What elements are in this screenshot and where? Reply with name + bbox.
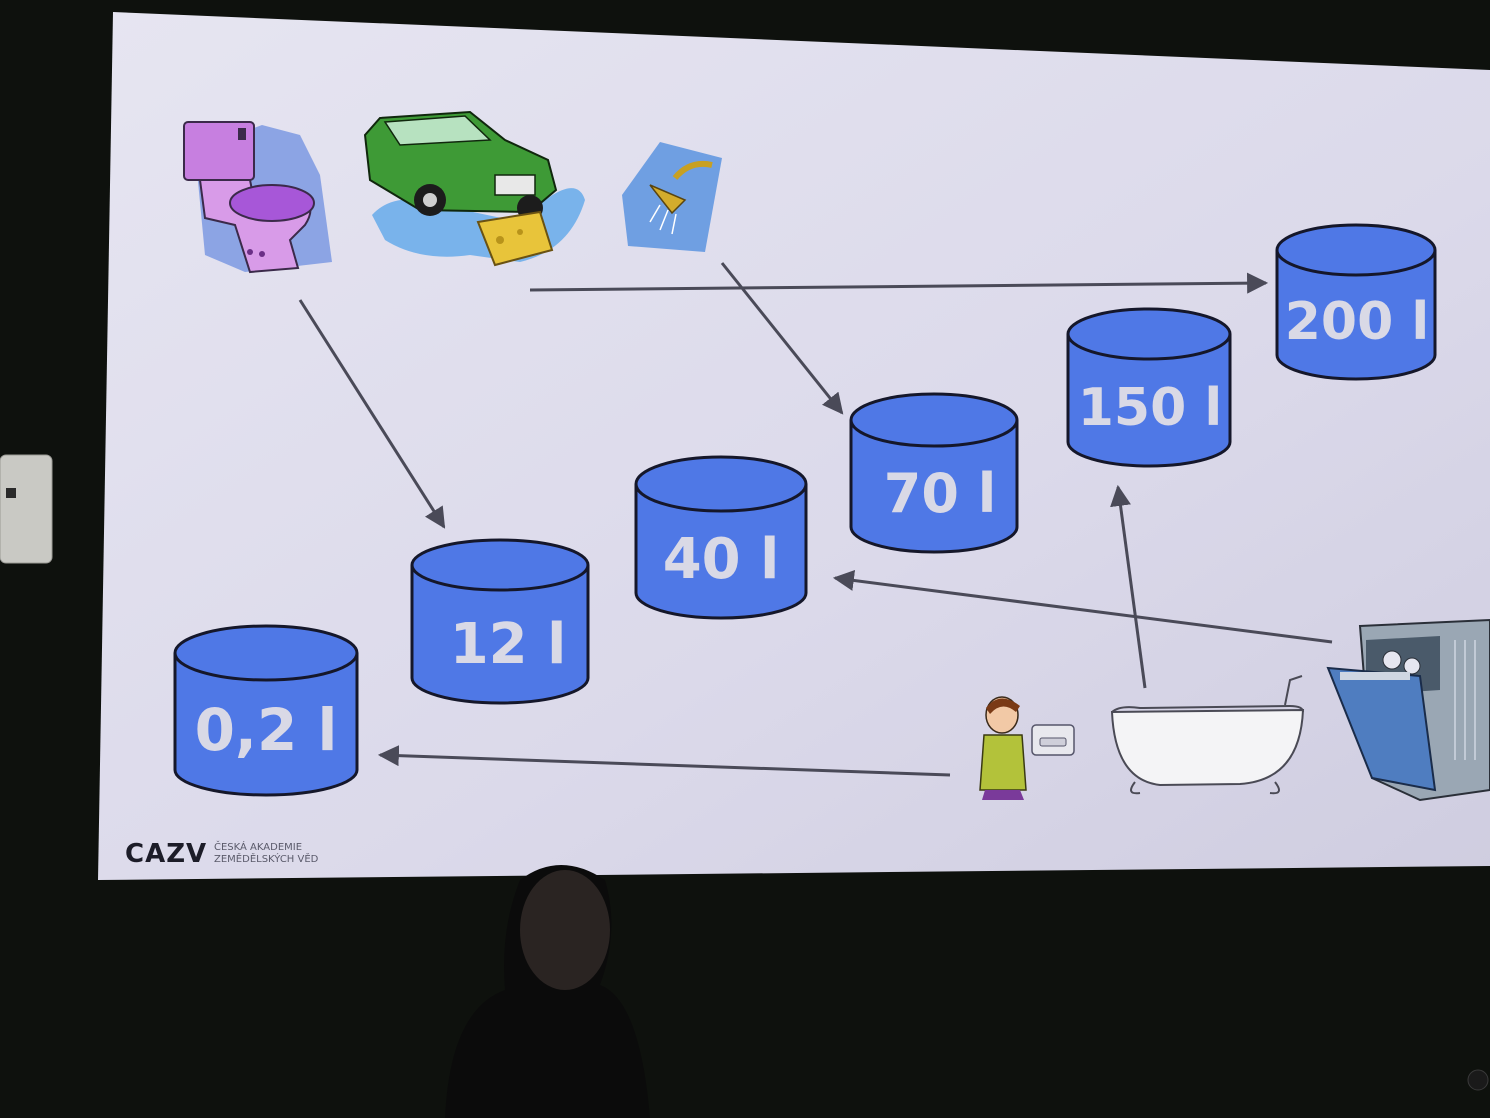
cazv-logo: CAZV ČESKÁ AKADEMIE ZEMĚDĚLSKÝCH VĚD [125, 839, 319, 869]
logo-mark: CAZV [125, 839, 207, 869]
shower-icon [622, 142, 722, 252]
barrel-label: 40 l [663, 527, 780, 592]
arrow-toilet [298, 299, 446, 529]
arrow-carwash [529, 272, 1269, 294]
arrow-bath [1110, 484, 1147, 689]
barrel-150: 150 l [1066, 307, 1232, 468]
barrel-label: 0,2 l [195, 696, 338, 764]
barrel-label: 200 l [1285, 292, 1429, 352]
barrel-12: 12 l [410, 538, 590, 705]
barrel-70: 70 l [849, 392, 1019, 554]
speaker-icon [1467, 1069, 1489, 1091]
arrows [298, 262, 1333, 777]
barrel-label: 150 l [1078, 378, 1222, 438]
toilet-icon [183, 121, 332, 274]
barrel-0-2: 0,2 l [173, 624, 359, 797]
bathtub-icon [1110, 675, 1305, 795]
barrel-label: 12 l [450, 612, 567, 677]
barrel-label: 70 l [884, 462, 996, 525]
logo-line-1: ČESKÁ AKADEMIE [214, 840, 302, 853]
car-wash-icon [363, 110, 585, 267]
dishwasher-icon [1326, 618, 1490, 802]
wall-switch [0, 454, 53, 564]
barrel-200: 200 l [1275, 223, 1437, 381]
toothbrushing-icon [979, 696, 1075, 800]
presenter-silhouette [445, 865, 650, 1118]
barrel-40: 40 l [634, 455, 808, 620]
logo-line-2: ZEMĚDĚLSKÝCH VĚD [214, 852, 319, 865]
arrow-toothbrushing [377, 745, 951, 777]
arrow-dishwasher [832, 569, 1333, 644]
arrow-shower [720, 262, 844, 415]
